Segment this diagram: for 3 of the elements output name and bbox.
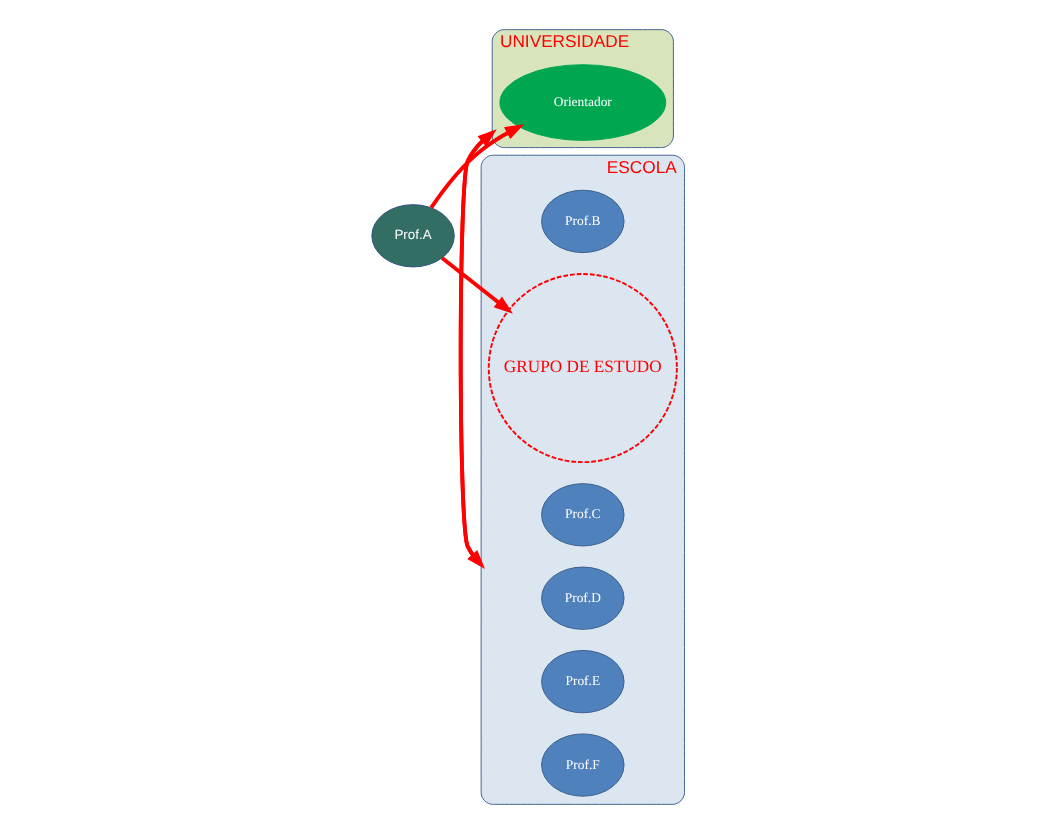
node-circle: GRUPO DE ESTUDO [487,273,678,464]
arrow [440,256,513,314]
arrow [429,124,525,209]
